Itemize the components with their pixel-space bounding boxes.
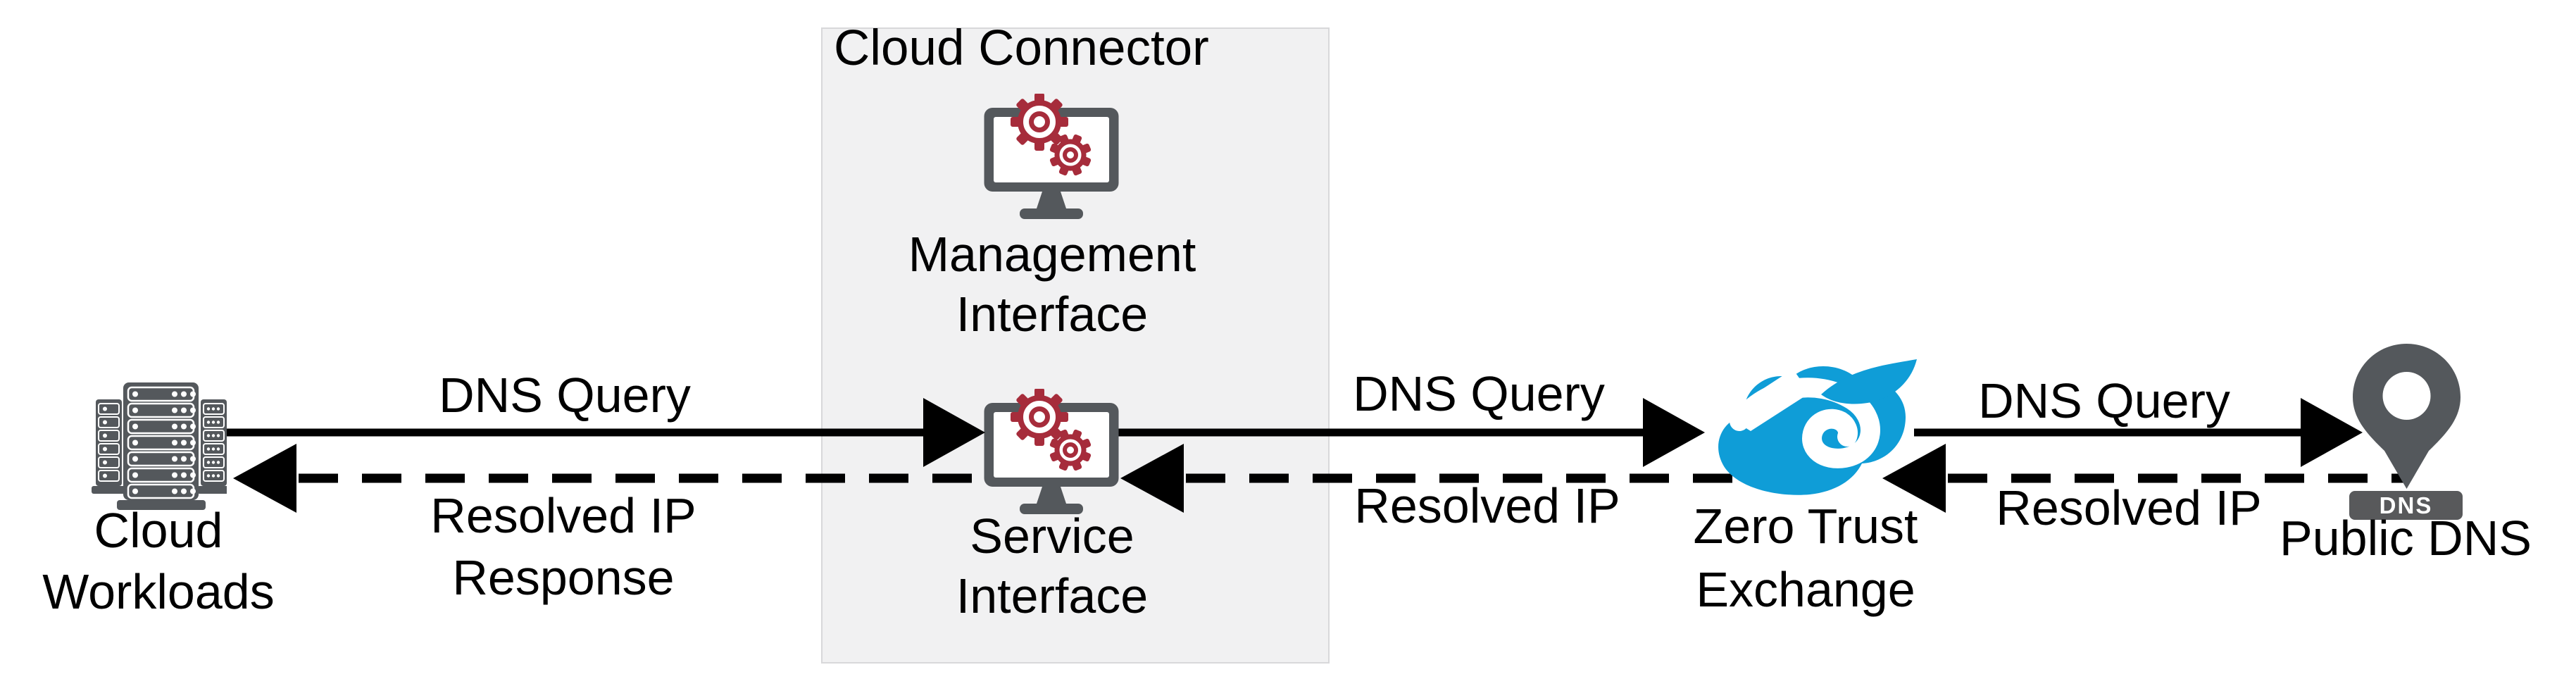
resolved-ip-response-line2: Response [452, 550, 675, 605]
dns-query-label-2: DNS Query [1353, 366, 1605, 421]
cloud-workloads-label-line2: Workloads [42, 564, 275, 619]
zero-trust-exchange-label-line1: Zero Trust [1693, 499, 1918, 554]
dns-badge: DNS [2349, 491, 2463, 520]
gear-icon [1011, 94, 1092, 176]
management-interface-label-line2: Interface [956, 287, 1149, 342]
zero-trust-exchange-label-line2: Exchange [1696, 562, 1915, 617]
dns-query-label-3: DNS Query [1978, 373, 2230, 428]
dns-badge-label: DNS [2379, 492, 2433, 518]
cloud-workloads-server-icon [92, 382, 227, 510]
resolved-ip-label-3: Resolved IP [1996, 480, 2262, 535]
service-interface-label-line2: Interface [956, 568, 1149, 623]
public-dns-label: Public DNS [2280, 511, 2532, 566]
management-interface-monitor-icon [984, 94, 1119, 219]
cloud-workloads-label-line1: Cloud [94, 503, 223, 558]
dns-query-label-1: DNS Query [439, 368, 691, 423]
resolved-ip-response-label: Resolved IP Response [430, 485, 696, 609]
dns-query-arrowhead-1 [923, 398, 985, 467]
service-interface-monitor-icon [984, 389, 1119, 514]
resolved-ip-arrowhead-3 [1882, 444, 1946, 513]
resolved-ip-response-line1: Resolved IP [430, 488, 696, 543]
service-interface-label: Service Interface [956, 506, 1148, 626]
cloud-workloads-label: Cloud Workloads [42, 500, 274, 623]
management-interface-label: Management Interface [908, 225, 1196, 344]
resolved-ip-arrowhead-1 [233, 444, 296, 513]
management-interface-label-line1: Management [908, 227, 1196, 282]
dns-query-arrowhead-2 [1643, 398, 1705, 467]
resolved-ip-arrowhead-2 [1120, 444, 1184, 513]
service-interface-label-line1: Service [970, 509, 1134, 563]
cloud-connector-title: Cloud Connector [834, 20, 1209, 76]
public-dns-pin-icon [2353, 344, 2461, 489]
resolved-ip-label-2: Resolved IP [1354, 478, 1620, 533]
gear-icon [1011, 389, 1092, 471]
dns-query-arrowhead-3 [2301, 398, 2363, 467]
zero-trust-exchange-label: Zero Trust Exchange [1694, 494, 1918, 621]
zero-trust-exchange-logo [1718, 359, 1917, 495]
